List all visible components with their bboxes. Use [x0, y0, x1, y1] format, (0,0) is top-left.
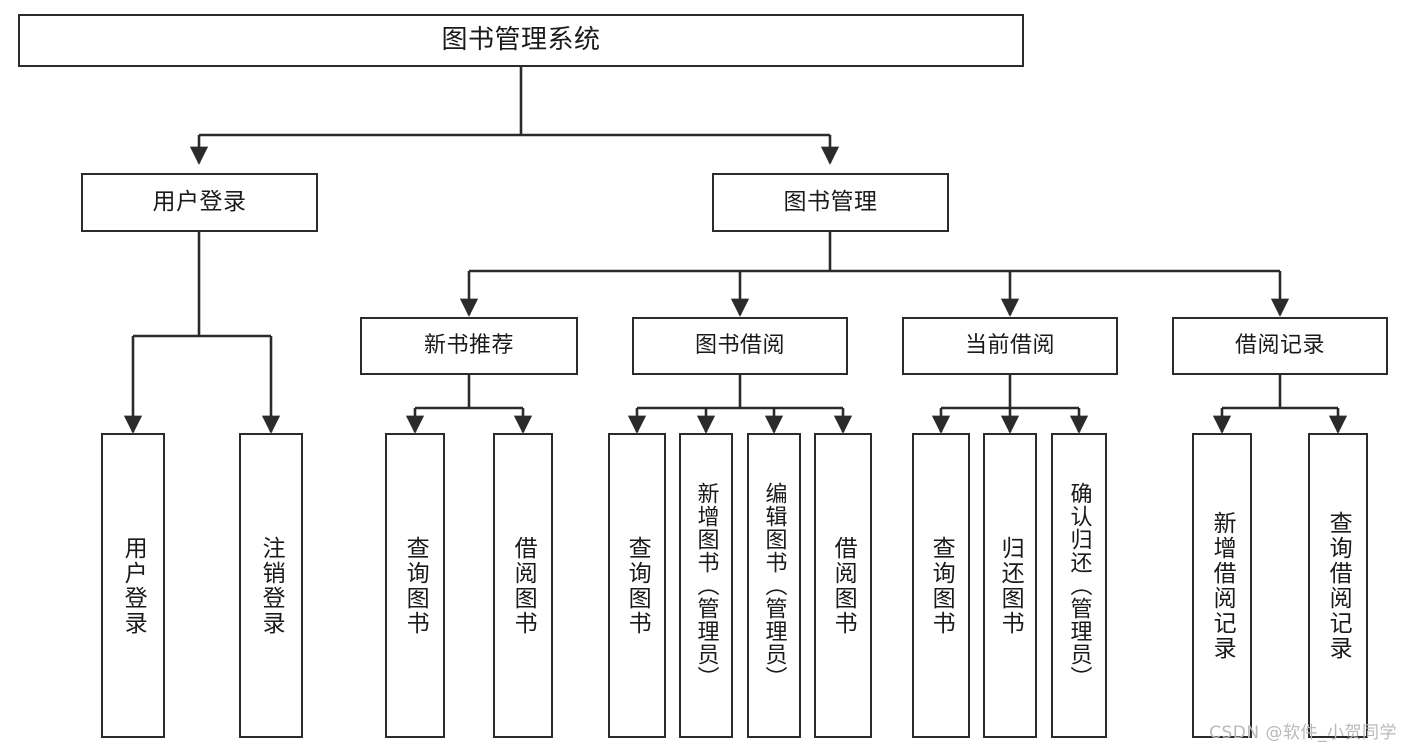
node-leaf-user-logout[interactable]: 注销登录	[239, 433, 303, 738]
node-label: 查询图书	[402, 535, 429, 636]
node-label: 当前借阅	[964, 333, 1055, 359]
node-label: 新增借阅记录	[1209, 510, 1236, 661]
node-leaf-borrow-book-2[interactable]: 借阅图书	[814, 433, 872, 738]
node-label: 用户登录	[120, 535, 147, 636]
node-user-login[interactable]: 用户登录	[81, 173, 318, 232]
node-leaf-query-book-2[interactable]: 查询图书	[608, 433, 666, 738]
node-label: 注销登录	[258, 535, 285, 636]
node-leaf-query-book-1[interactable]: 查询图书	[385, 433, 445, 738]
node-leaf-query-book-3[interactable]: 查询图书	[912, 433, 970, 738]
node-label: 查询借阅记录	[1325, 510, 1352, 661]
node-label: 借阅图书	[510, 535, 537, 636]
node-label: 借阅记录	[1234, 333, 1325, 359]
node-label: 图书借阅	[694, 333, 785, 359]
node-label: 新书推荐	[423, 333, 514, 359]
node-label: 编辑图书（管理员）	[761, 482, 787, 689]
node-leaf-borrow-book-1[interactable]: 借阅图书	[493, 433, 553, 738]
node-borrow-record[interactable]: 借阅记录	[1172, 317, 1388, 375]
node-book-manage[interactable]: 图书管理	[712, 173, 949, 232]
node-label: 用户登录	[152, 188, 247, 215]
node-current-borrow[interactable]: 当前借阅	[902, 317, 1118, 375]
node-new-book-recommend[interactable]: 新书推荐	[360, 317, 578, 375]
node-leaf-edit-book[interactable]: 编辑图书（管理员）	[747, 433, 801, 738]
node-leaf-user-login[interactable]: 用户登录	[101, 433, 165, 738]
node-leaf-add-record[interactable]: 新增借阅记录	[1192, 433, 1252, 738]
node-book-borrow[interactable]: 图书借阅	[632, 317, 848, 375]
node-label: 归还图书	[997, 535, 1024, 636]
node-root-system[interactable]: 图书管理系统	[18, 14, 1024, 67]
node-leaf-confirm-return[interactable]: 确认归还（管理员）	[1051, 433, 1107, 738]
node-label: 图书管理	[783, 188, 878, 215]
node-label: 图书管理系统	[441, 25, 601, 56]
node-leaf-add-book[interactable]: 新增图书（管理员）	[679, 433, 733, 738]
node-label: 确认归还（管理员）	[1066, 482, 1092, 689]
node-label: 查询图书	[624, 535, 651, 636]
node-leaf-query-record[interactable]: 查询借阅记录	[1308, 433, 1368, 738]
node-label: 查询图书	[928, 535, 955, 636]
node-label: 借阅图书	[830, 535, 857, 636]
node-leaf-return-book[interactable]: 归还图书	[983, 433, 1037, 738]
watermark-text: CSDN @软件_小贺同学	[1209, 723, 1397, 743]
node-label: 新增图书（管理员）	[693, 482, 719, 689]
